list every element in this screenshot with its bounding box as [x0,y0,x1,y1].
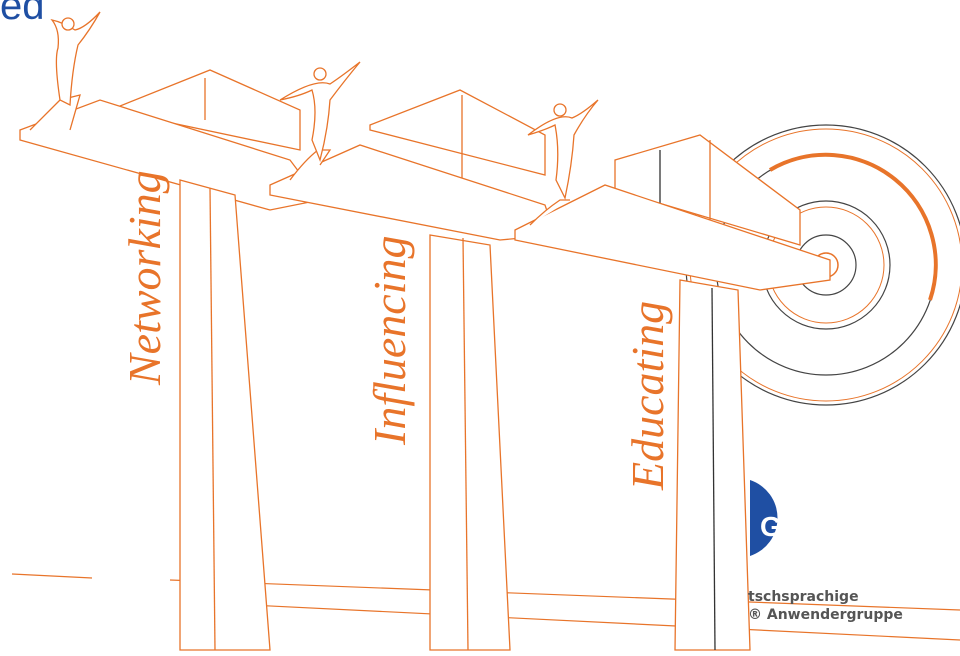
brand-caption-line2: ® Anwendergruppe [748,606,903,624]
pillar-label-influencing: Influencing [364,236,415,447]
brand-logo-letter: G [760,511,782,542]
brand-logo: G [750,480,782,556]
pillar-label-networking: Networking [119,170,170,386]
brand-caption: tschsprachige ® Anwendergruppe [748,588,903,624]
pillar-label-educating: Educating [622,301,673,491]
pillar-networking [20,12,320,650]
brand-caption-line1: tschsprachige [748,588,903,606]
